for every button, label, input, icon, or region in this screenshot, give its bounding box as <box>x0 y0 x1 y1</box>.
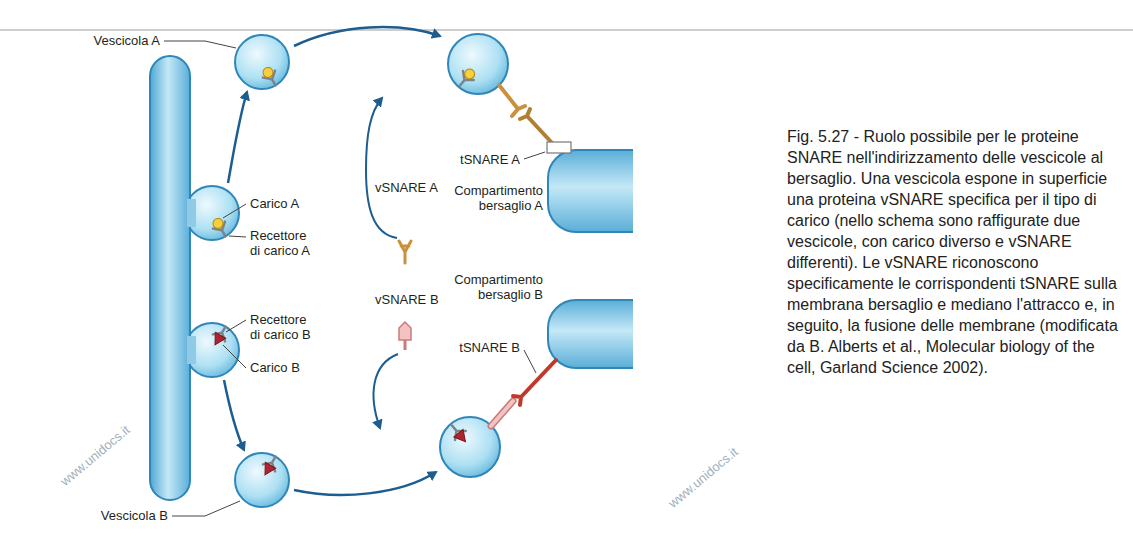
cargo-b-receptor <box>259 453 282 478</box>
cargo-label: Carico A <box>250 196 299 211</box>
vesicle-label: Vescicola B <box>101 508 168 523</box>
vsnare-label: vSNARE A <box>375 180 438 195</box>
bud-neck <box>187 336 196 364</box>
leader-line <box>229 236 246 237</box>
target-compartment <box>548 300 633 368</box>
leader-line <box>524 350 536 373</box>
rule-line <box>0 29 1133 31</box>
budding-vesicle <box>185 323 239 377</box>
leader-line <box>172 501 240 516</box>
tsnare-anchor <box>547 142 571 153</box>
watermark: www.unidocs.it <box>665 444 741 511</box>
cargo-b-receptor <box>209 323 232 348</box>
leader-line <box>164 41 236 48</box>
leader-line <box>223 345 246 368</box>
leader-lines <box>164 41 545 516</box>
figure-caption: Fig. 5.27 - Ruolo possibile per le prote… <box>787 126 1125 378</box>
vesicle <box>235 35 289 89</box>
compartment-label: Compartimento bersaglio B <box>448 272 543 302</box>
transport-arrow <box>374 354 398 428</box>
vsnare-label: vSNARE B <box>375 292 439 307</box>
tsnare-label: tSNARE B <box>459 340 520 355</box>
tsnare-label: tSNARE A <box>460 152 520 167</box>
cargo-label: Carico B <box>250 360 300 375</box>
vesicle-label: Vescicola A <box>94 33 161 48</box>
cargo-a-receptor <box>259 65 281 89</box>
tsnare-protein <box>520 109 553 144</box>
transport-arrow <box>294 472 436 495</box>
receptor-label: Recettore di carico A <box>250 228 316 258</box>
tsnare-protein <box>513 360 556 405</box>
vsnare-b-icon <box>399 322 411 350</box>
bud-neck <box>187 199 196 227</box>
leader-line <box>223 204 246 218</box>
cargo-a-receptor <box>209 216 231 240</box>
cargo-a-receptor <box>455 66 479 90</box>
transport-arrow <box>366 98 397 238</box>
transport-arrow <box>228 92 247 183</box>
vsnare-protein <box>499 85 525 116</box>
leader-line <box>524 152 545 159</box>
donor-compartment <box>150 56 190 500</box>
vesicle <box>235 453 289 507</box>
vsnare-a-icon <box>399 241 411 263</box>
target-compartment <box>548 150 633 232</box>
cargo-b-receptor <box>447 421 471 446</box>
vsnare-protein <box>491 401 513 426</box>
vsnare-protein <box>491 401 513 426</box>
leader-line <box>226 320 246 332</box>
transport-arrow <box>294 27 440 46</box>
watermark: www.unidocs.it <box>57 422 133 489</box>
compartment-label: Compartimento bersaglio A <box>448 183 543 213</box>
receptor-label: Recettore di carico B <box>250 312 316 342</box>
transport-arrow <box>224 380 244 450</box>
